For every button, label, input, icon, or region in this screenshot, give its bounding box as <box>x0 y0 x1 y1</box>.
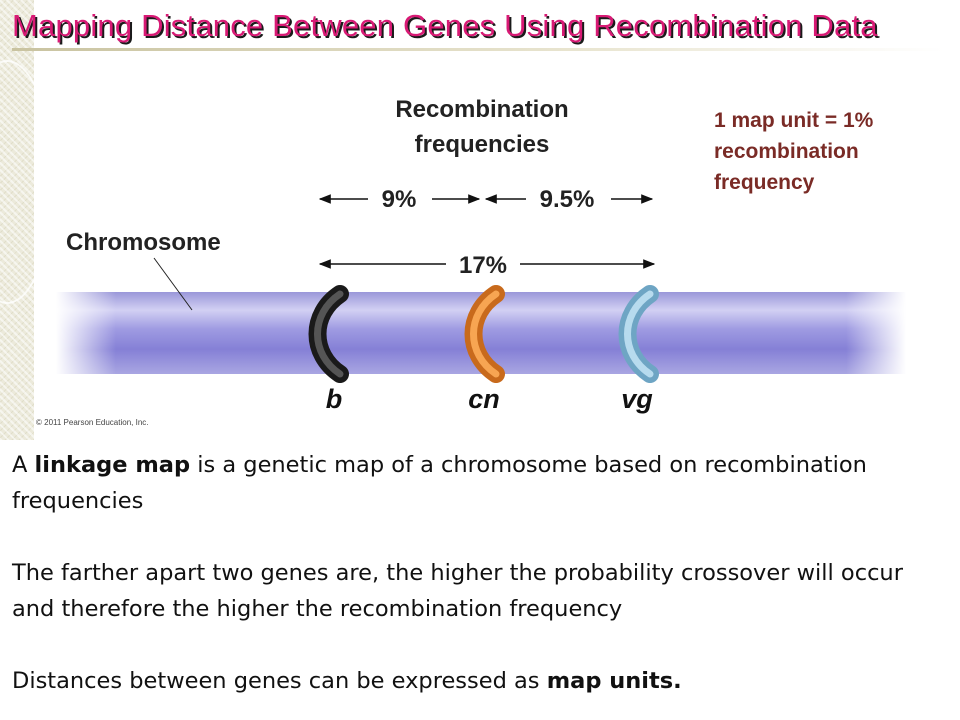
term-map-units: map units. <box>546 668 682 694</box>
interval-b-vg-label: 17% <box>459 252 507 279</box>
paragraph-map-units: Distances between genes can be expressed… <box>12 668 682 694</box>
map-unit-note-line2: recombination <box>714 140 859 163</box>
gene-band-cn <box>464 285 505 383</box>
slide-body: A linkage map is a genetic map of a chro… <box>12 447 942 699</box>
chromosome-left-fade <box>56 292 116 374</box>
interval-cn-vg-label: 9.5% <box>540 186 595 213</box>
chromosome-right-fade <box>846 292 906 374</box>
linkage-map-figure: b cn vg Recombination frequencies 9% 9.5… <box>36 96 906 427</box>
gene-band-b <box>308 285 349 383</box>
decorative-left-band <box>0 0 54 440</box>
title-underline <box>12 48 944 51</box>
map-unit-note-line1: 1 map unit = 1% <box>714 109 874 132</box>
interval-b-cn-label: 9% <box>382 186 417 213</box>
gene-label-cn: cn <box>468 384 500 414</box>
recombination-heading-line2: frequencies <box>415 131 550 158</box>
copyright-credit: © 2011 Pearson Education, Inc. <box>36 418 148 427</box>
chromosome-label: Chromosome <box>66 229 221 256</box>
gene-band-vg <box>618 285 659 383</box>
recombination-heading-line1: Recombination <box>395 96 568 123</box>
map-unit-note-line3: frequency <box>714 171 815 194</box>
gene-label-vg: vg <box>621 384 653 414</box>
paragraph-crossover: The farther apart two genes are, the hig… <box>12 560 903 622</box>
gene-label-b: b <box>326 384 343 414</box>
paragraph-linkage-map: A linkage map is a genetic map of a chro… <box>12 452 867 514</box>
slide-title: Mapping Distance Between Genes Using Rec… <box>12 8 878 43</box>
chromosome-pointer-line <box>153 257 193 311</box>
term-linkage-map: linkage map <box>34 452 191 478</box>
